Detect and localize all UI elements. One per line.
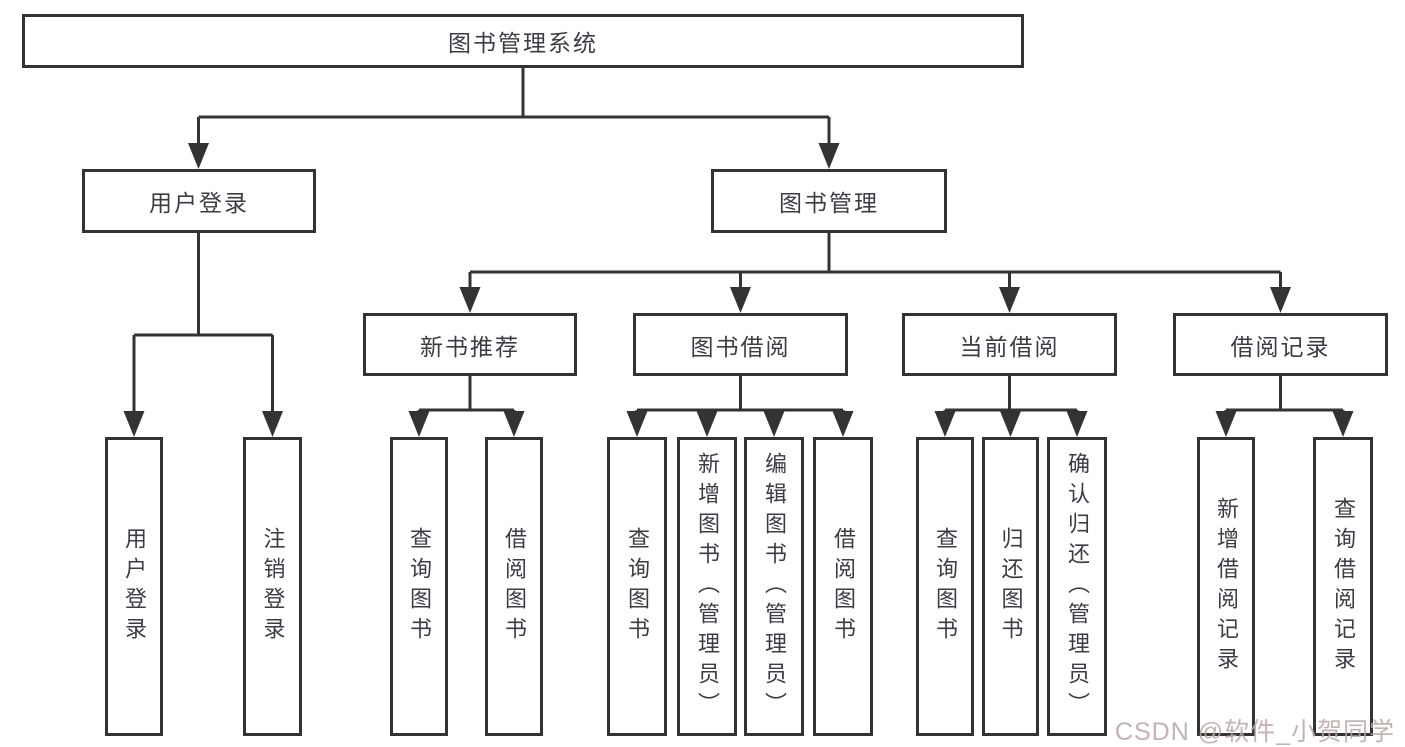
leaf-label: 编辑图书（管理员） xyxy=(762,451,787,722)
leaf-label: 归还图书 xyxy=(998,526,1024,647)
leaf-query-books-recommend: 查询图书 xyxy=(390,437,448,736)
node-book-borrowing: 图书借阅 xyxy=(633,313,848,376)
leaf-add-books-admin: 新增图书（管理员） xyxy=(677,437,737,736)
leaf-label: 确认归还（管理员） xyxy=(1065,451,1090,722)
node-current-borrowing: 当前借阅 xyxy=(902,313,1117,376)
arrowheads xyxy=(123,143,1354,437)
leaf-query-books-current: 查询图书 xyxy=(916,437,974,736)
leaf-label: 借阅图书 xyxy=(502,526,527,647)
node-book-management: 图书管理 xyxy=(711,169,947,233)
leaf-confirm-return-admin: 确认归还（管理员） xyxy=(1047,437,1107,736)
leaf-label: 查询图书 xyxy=(407,526,432,647)
leaf-label: 查询图书 xyxy=(933,526,958,647)
leaf-borrow-books-recommend: 借阅图书 xyxy=(485,437,543,736)
leaf-query-borrow-record: 查询借阅记录 xyxy=(1313,437,1373,736)
node-user-login: 用户登录 xyxy=(82,169,316,233)
leaf-label: 用户登录 xyxy=(122,526,147,647)
leaf-label: 借阅图书 xyxy=(831,526,856,647)
node-new-book-recommend: 新书推荐 xyxy=(363,313,577,376)
leaf-logout: 注销登录 xyxy=(243,437,302,736)
leaf-label: 查询借阅记录 xyxy=(1331,496,1356,677)
leaf-user-login: 用户登录 xyxy=(105,437,163,736)
node-library-system: 图书管理系统 xyxy=(22,14,1024,68)
node-borrowing-records: 借阅记录 xyxy=(1173,313,1388,376)
leaf-edit-books-admin: 编辑图书（管理员） xyxy=(744,437,804,736)
leaf-label: 注销登录 xyxy=(260,526,286,647)
leaf-borrow-books-borrowing: 借阅图书 xyxy=(813,437,873,736)
leaf-return-books: 归还图书 xyxy=(982,437,1039,736)
csdn-watermark: CSDN @软件_小贺同学 xyxy=(1114,718,1395,746)
leaf-label: 查询图书 xyxy=(625,526,650,647)
leaf-query-books-borrowing: 查询图书 xyxy=(607,437,667,736)
leaf-label: 新增借阅记录 xyxy=(1214,496,1239,677)
leaf-label: 新增图书（管理员） xyxy=(695,451,720,722)
leaf-add-borrow-record: 新增借阅记录 xyxy=(1197,437,1255,736)
